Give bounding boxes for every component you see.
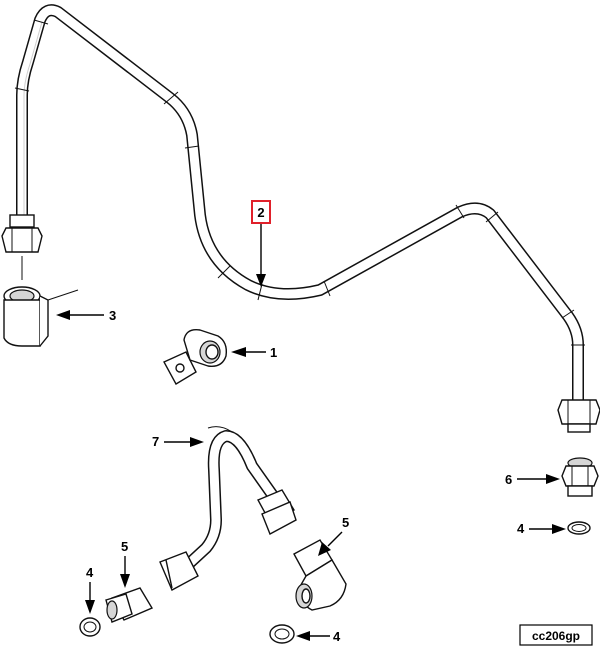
o-ring-part-4-right <box>567 521 591 535</box>
callout-4-lower-label: 4 <box>333 629 341 644</box>
callout-5-left-label: 5 <box>121 539 128 554</box>
callout-1: 1 <box>231 345 277 360</box>
callout-7-label: 7 <box>152 434 159 449</box>
fuel-tube-part-7 <box>159 426 297 591</box>
callout-5-right: 6 <box>505 472 560 487</box>
figure-reference-label: cc206gp <box>532 629 580 643</box>
o-ring-part-4-lower <box>269 624 295 644</box>
left-tube-nut <box>1 214 43 253</box>
callout-4-left: 4 <box>85 565 95 614</box>
elbow-fitting-part-3 <box>3 256 79 347</box>
callout-2-label: 2 <box>257 205 264 220</box>
callout-7: 7 <box>152 434 204 449</box>
connector-part-5-right <box>561 457 599 497</box>
callout-3-label: 3 <box>109 308 116 323</box>
callout-2: 2 <box>251 200 271 287</box>
callout-4-lower: 4 <box>296 629 341 644</box>
callout-5-right-label: 6 <box>505 472 512 487</box>
callout-6: 5 <box>318 515 349 556</box>
callout-1-label: 1 <box>270 345 277 360</box>
o-ring-part-4-left <box>79 617 101 637</box>
right-tube-nut <box>557 399 600 433</box>
fuel-tube-main <box>14 4 585 411</box>
callout-6-label: 5 <box>342 515 349 530</box>
callout-4-right-label: 4 <box>517 521 525 536</box>
callout-3: 3 <box>56 308 116 323</box>
callout-4-left-label: 4 <box>86 565 94 580</box>
connector-part-5-left <box>105 587 154 623</box>
callout-5-left: 5 <box>120 539 130 588</box>
callout-2-highlight-box <box>251 200 271 224</box>
clamp-part-1 <box>163 329 228 385</box>
figure-reference: cc206gp <box>519 624 593 646</box>
callout-4-right: 4 <box>517 521 566 536</box>
